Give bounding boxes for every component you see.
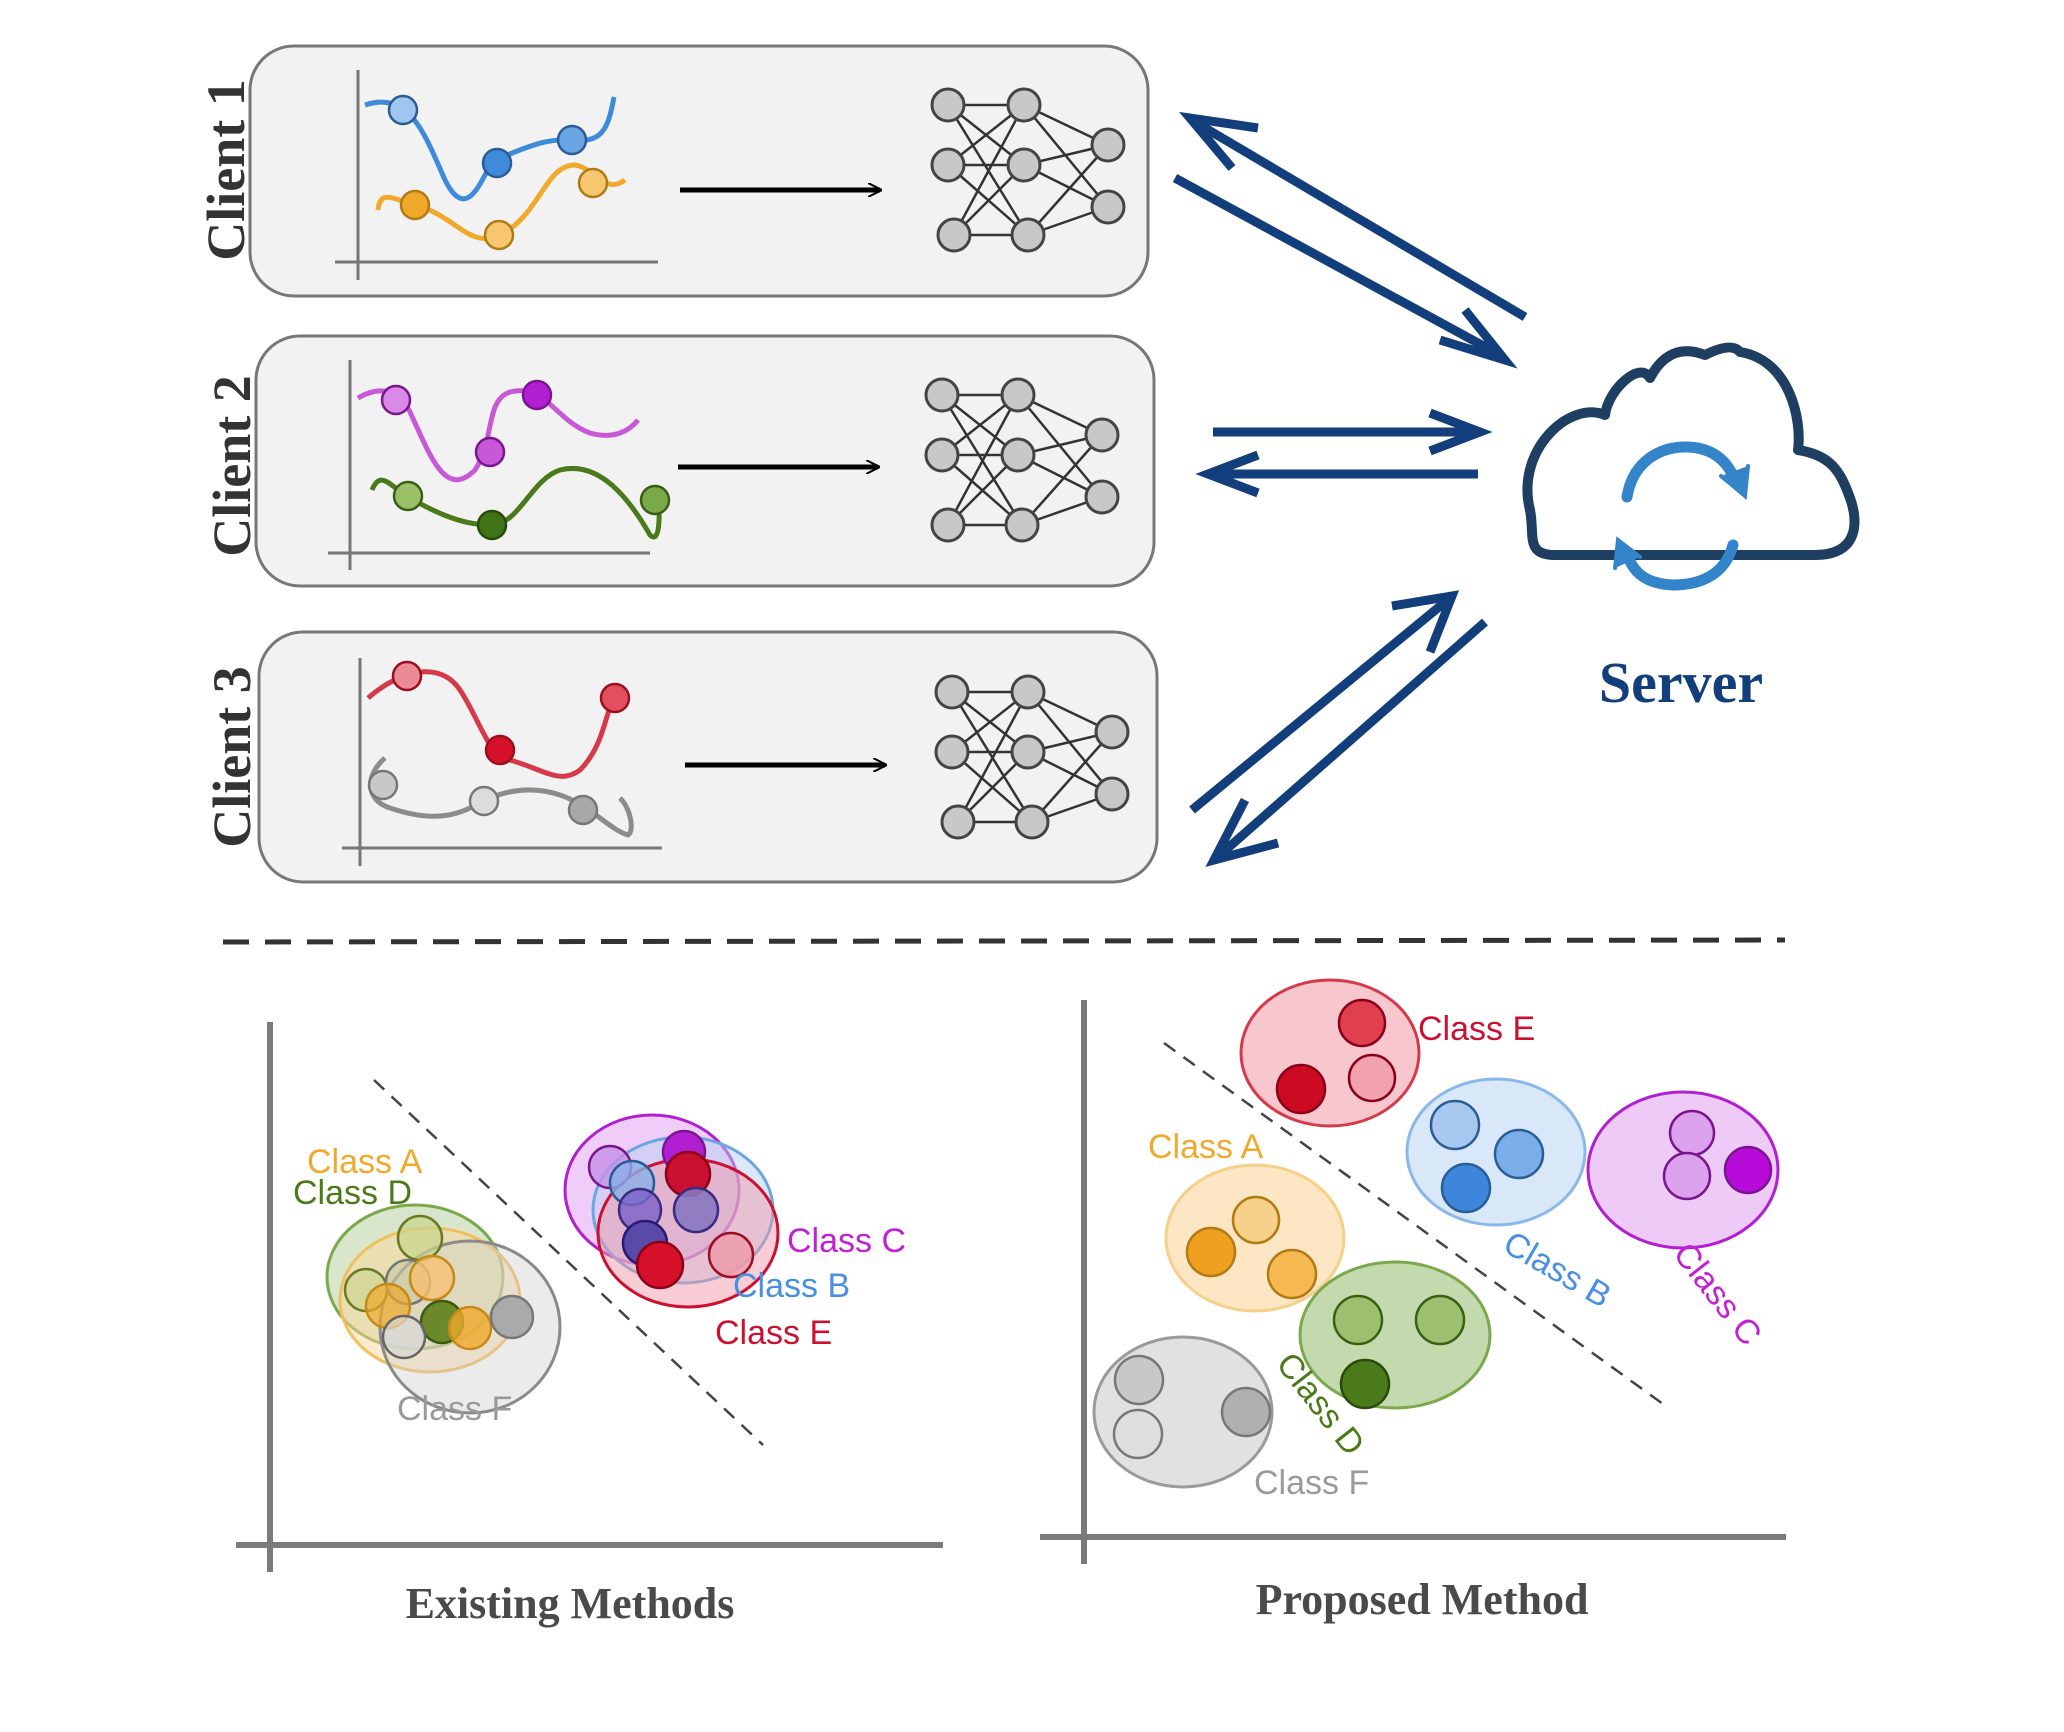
- client-3-curve-gray: [368, 756, 634, 838]
- proposed-class-f-cluster: [1092, 1335, 1274, 1489]
- proposed-axes: [1040, 1000, 1786, 1564]
- existing-methods-caption: Existing Methods: [406, 1579, 735, 1628]
- client-1-download-arrow: [1178, 111, 1528, 321]
- server-node: Server: [1522, 342, 1860, 715]
- client-3-panel: Client 3: [202, 630, 1159, 884]
- client-1-data-points: [387, 94, 609, 251]
- existing-axes: [236, 1022, 943, 1572]
- client-1-upload-arrow: [1172, 174, 1518, 369]
- client-3-axes: [342, 658, 662, 866]
- client-2-label: Client 2: [202, 375, 262, 557]
- proposed-class-c-cluster: [1586, 1090, 1780, 1250]
- proposed-class-e-label: Class E: [1418, 1010, 1535, 1048]
- existing-class-labels: Class A Class D Class F Class C Class B …: [293, 1143, 906, 1428]
- existing-cluster-right: [563, 1113, 780, 1309]
- client-1-axes: [335, 70, 658, 280]
- existing-methods-panel: Class A Class D Class F Class C Class B …: [236, 1022, 943, 1628]
- proposed-class-f-label: Class F: [1254, 1464, 1369, 1502]
- proposed-decision-boundary: [1163, 1041, 1664, 1406]
- proposed-method-panel: Class E Class A Class B Class C Class D …: [1040, 978, 1786, 1624]
- client-1-label: Client 1: [196, 79, 256, 261]
- client-2-download-arrow: [1195, 450, 1478, 498]
- existing-decision-boundary: [373, 1079, 764, 1446]
- client-2-curve-purple: [356, 388, 640, 483]
- client-2-data-points: [380, 379, 671, 541]
- communication-arrows: [1172, 111, 1528, 867]
- existing-class-c-label: Class C: [787, 1222, 906, 1260]
- sync-arrows-icon: [1613, 441, 1750, 591]
- client-2-axes: [328, 360, 650, 570]
- client-3-label: Client 3: [202, 666, 262, 848]
- existing-class-e-label: Class E: [715, 1314, 832, 1352]
- proposed-class-b-cluster: [1405, 1077, 1587, 1227]
- existing-class-d-label: Class D: [293, 1174, 412, 1212]
- client-3-box: [257, 630, 1159, 884]
- existing-class-a-label: Class A: [307, 1143, 423, 1181]
- client-3-data-points: [367, 660, 631, 826]
- client-1-box: [248, 44, 1150, 298]
- server-label: Server: [1599, 650, 1763, 715]
- proposed-method-caption: Proposed Method: [1256, 1575, 1589, 1624]
- section-divider: [222, 937, 1786, 945]
- client-1-panel: Client 1: [196, 44, 1150, 298]
- existing-class-f-label: Class F: [397, 1390, 512, 1428]
- proposed-class-c-label: Class C: [1666, 1236, 1769, 1353]
- proposed-class-e-cluster: [1239, 978, 1421, 1128]
- client-2-upload-arrow: [1213, 408, 1493, 456]
- proposed-class-a-label: Class A: [1148, 1128, 1264, 1166]
- client-2-panel: Client 2: [202, 334, 1156, 588]
- proposed-class-a-cluster: [1164, 1163, 1346, 1313]
- client-3-upload-arrow: [1189, 590, 1460, 814]
- proposed-class-d-cluster: [1298, 1260, 1492, 1410]
- cloud-icon: [1522, 342, 1860, 560]
- proposed-class-b-label: Class B: [1497, 1224, 1617, 1315]
- client-3-download-arrow: [1205, 618, 1488, 867]
- existing-cluster-left: [325, 1203, 562, 1415]
- existing-class-b-label: Class B: [733, 1267, 850, 1305]
